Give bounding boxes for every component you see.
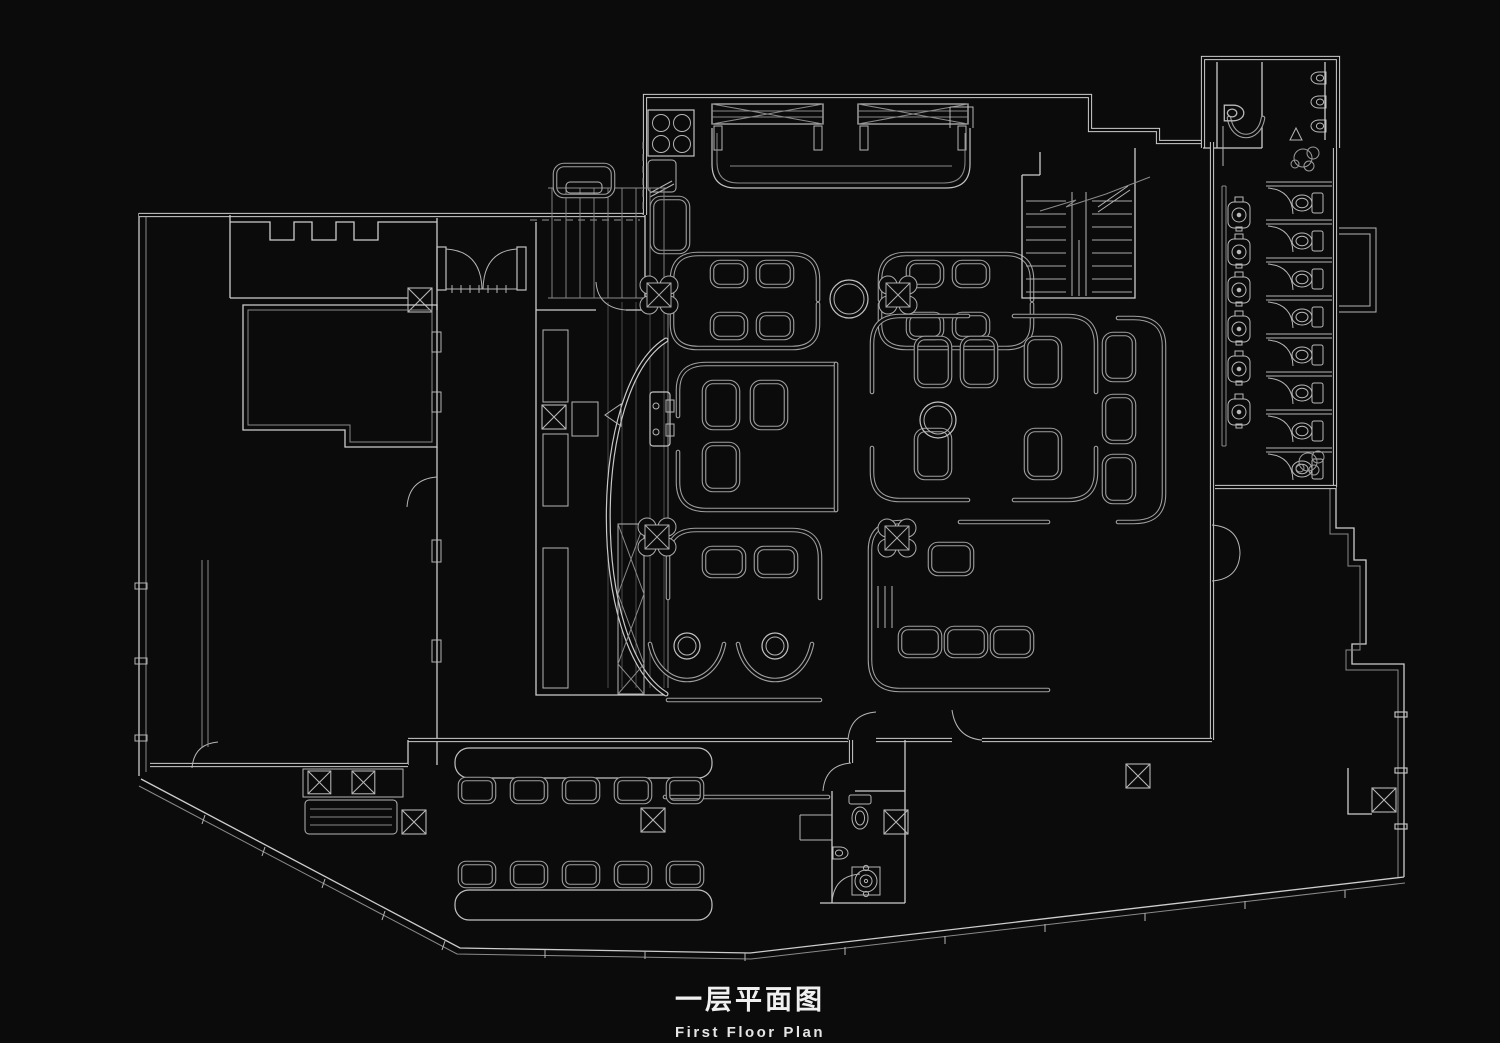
ladder-bench — [542, 433, 569, 507]
mop-basin-icon — [851, 864, 881, 898]
ladder-bench — [542, 547, 569, 689]
toilet-icon — [1291, 268, 1324, 290]
sink-icon — [832, 846, 849, 860]
bar-shelf — [711, 103, 969, 151]
round-table — [673, 632, 701, 660]
column-marker — [401, 809, 427, 835]
urinal-icon — [1310, 95, 1327, 109]
long-bench — [454, 889, 713, 921]
toilet-icon — [1291, 344, 1324, 366]
dining-area — [150, 560, 713, 921]
toilet-icon — [1291, 458, 1324, 480]
toilet-icon — [1291, 306, 1324, 328]
urinal-icon — [1310, 71, 1327, 85]
column-marker — [351, 770, 376, 795]
restroom-suite — [1200, 55, 1341, 172]
long-bench — [454, 747, 713, 779]
dj-table — [649, 391, 675, 447]
round-table — [761, 632, 789, 660]
sink-icon — [1227, 271, 1251, 307]
plan-title-en: First Floor Plan — [674, 1024, 825, 1041]
sink-icon — [1227, 393, 1251, 429]
toilet-icon — [1291, 192, 1324, 214]
column-marker — [640, 807, 666, 833]
toilet-icon — [1291, 420, 1324, 442]
sink-icon — [1227, 350, 1251, 386]
stage-area — [535, 162, 675, 697]
site-boundary — [134, 213, 1408, 961]
hall-south-wall — [407, 709, 1212, 765]
column-marker — [1371, 787, 1397, 813]
sink-icon — [1227, 196, 1251, 232]
bar-counter — [711, 106, 974, 189]
toilet-icon — [1291, 230, 1324, 252]
ladder-bench — [542, 329, 569, 403]
toilet-stall-wing — [1209, 142, 1377, 740]
column-marker — [307, 770, 332, 795]
plan-caption: 一层平面图 First Floor Plan — [0, 978, 1500, 1041]
toilet-icon — [1291, 382, 1324, 404]
round-table — [829, 279, 869, 319]
round-table — [919, 401, 957, 439]
plan-title-cn: 一层平面图 — [675, 985, 825, 1015]
column-marker — [407, 287, 433, 313]
small-restroom — [799, 740, 909, 904]
toilet-icon — [848, 794, 872, 830]
column-marker — [541, 404, 567, 430]
entry-double-door — [436, 246, 527, 293]
stove-icon — [647, 109, 695, 157]
booth-seating — [637, 251, 1167, 800]
staircase — [1021, 148, 1151, 299]
urinal-icon — [1310, 119, 1327, 133]
sink-icon — [1227, 233, 1251, 269]
column-marker — [877, 518, 917, 558]
left-wing-rooms — [229, 215, 527, 765]
column-marker — [878, 275, 918, 315]
toilet-stalls — [1266, 181, 1332, 481]
sink-icon — [1227, 310, 1251, 346]
column-marker — [1125, 763, 1151, 789]
plant-icon — [1290, 146, 1320, 172]
